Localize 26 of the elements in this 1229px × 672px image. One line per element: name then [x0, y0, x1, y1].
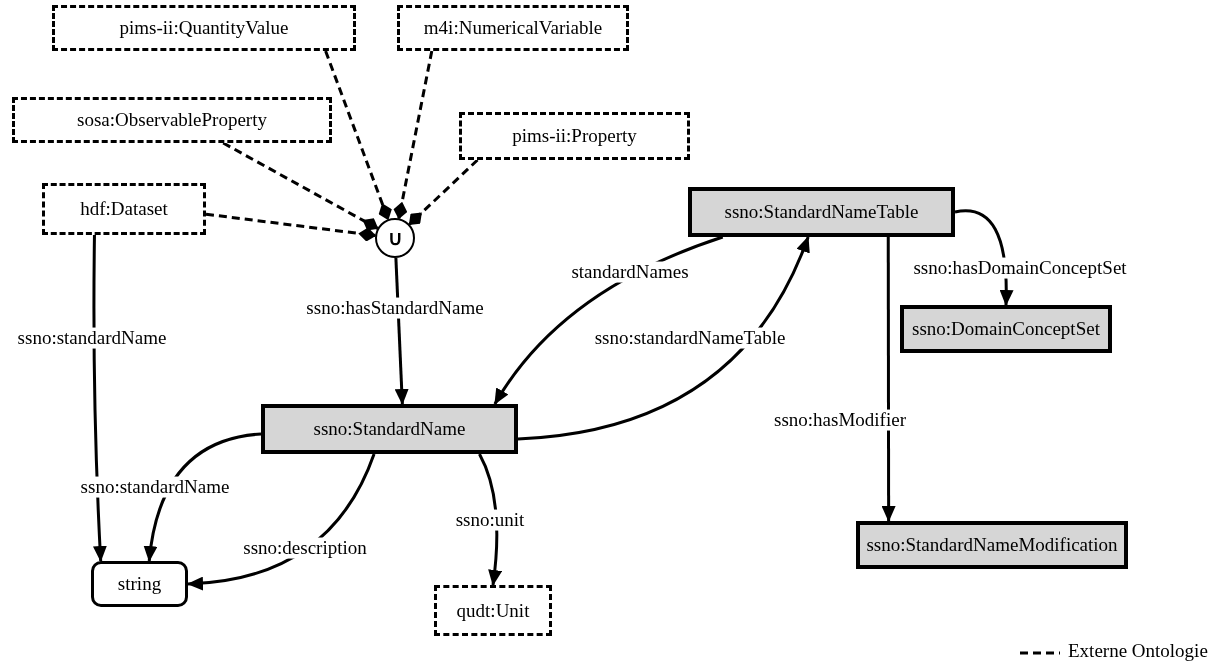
literal-box: string: [91, 561, 188, 607]
class-box: hdf:Dataset: [42, 183, 206, 235]
edge-label: ssno:standardName: [78, 476, 232, 498]
class-box: ssno:DomainConceptSet: [900, 305, 1112, 353]
class-box: qudt:Unit: [434, 585, 552, 636]
edge-label: ssno:description: [241, 537, 369, 559]
edge-label: ssno:unit: [453, 509, 527, 531]
arrow: [92, 235, 107, 562]
arrow: [394, 257, 409, 405]
edge-label: standardNames: [569, 261, 691, 283]
class-box: ssno:StandardName: [261, 404, 518, 454]
class-box: ssno:StandardNameModification: [856, 521, 1128, 569]
class-box: ssno:StandardNameTable: [688, 187, 955, 237]
arrow: [881, 237, 896, 522]
edge-label: ssno:standardName: [15, 327, 169, 349]
union-circle: ∪: [375, 218, 415, 258]
edge-label: ssno:hasStandardName: [304, 297, 486, 319]
class-box: sosa:ObservableProperty: [12, 97, 332, 143]
class-box: m4i:NumericalVariable: [397, 5, 629, 51]
legend-label: Externe Ontologie: [1068, 640, 1208, 662]
class-box: pims-ii:QuantityValue: [52, 5, 356, 51]
edge-label: ssno:hasModifier: [772, 409, 908, 431]
edge-label: ssno:hasDomainConceptSet: [911, 257, 1129, 279]
edge-label: ssno:standardNameTable: [592, 327, 788, 349]
class-box: pims-ii:Property: [459, 112, 690, 160]
arrow: [517, 236, 810, 441]
